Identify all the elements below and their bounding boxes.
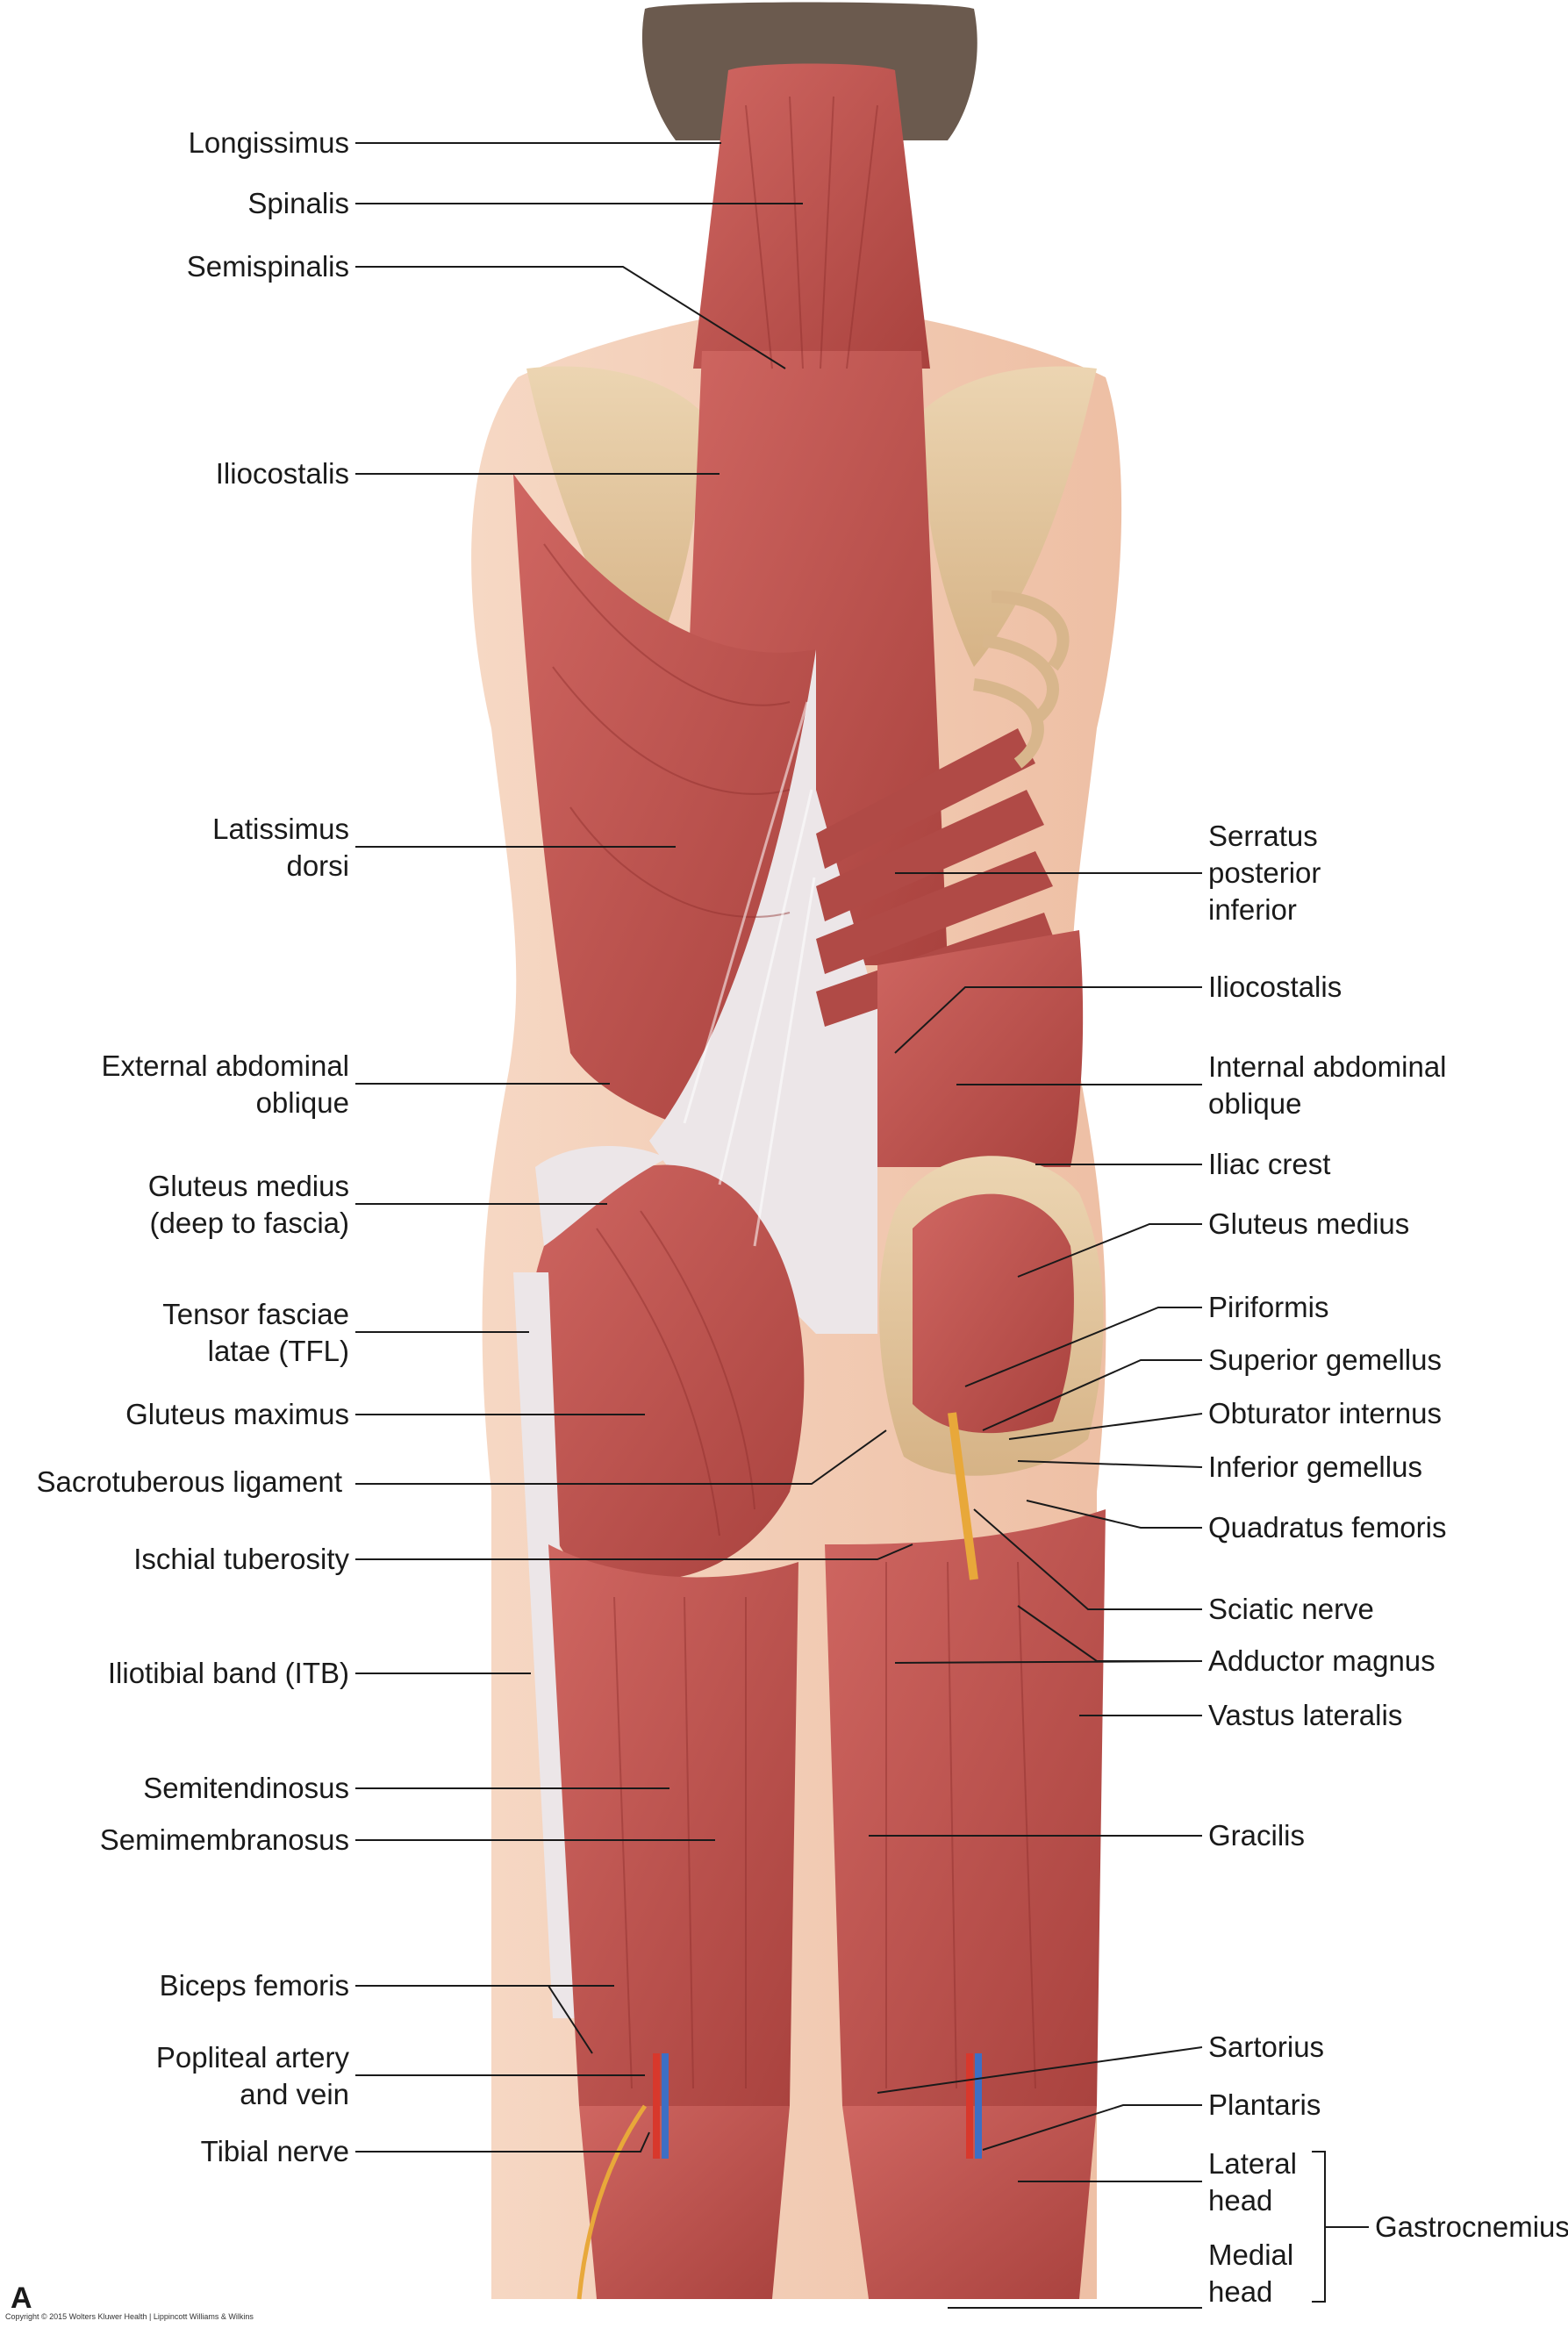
deep-gluteal-muscles [913, 1193, 1074, 1434]
labels-left: Longissimus Spinalis Semispinalis Ilioco… [36, 126, 349, 2167]
label-superior-gemellus: Superior gemellus [1208, 1343, 1442, 1376]
tibial-nerve-vessel [576, 2104, 648, 2300]
thoracolumbar-fascia-right [816, 790, 877, 1334]
sciatic-nerve-strand [948, 1412, 978, 1580]
label-tfl-line2: latae (TFL) [208, 1335, 349, 1367]
label-semimembranosus: Semimembranosus [100, 1823, 349, 1856]
label-gluteus-medius-deep-line2: (deep to fascia) [150, 1207, 349, 1239]
label-piriformis: Piriformis [1208, 1291, 1329, 1323]
label-internal-oblique-line1: Internal abdominal [1208, 1050, 1447, 1083]
leader-lines-left [355, 142, 913, 2153]
label-external-oblique-line1: External abdominal [102, 1049, 350, 1082]
label-iliocostalis-left: Iliocostalis [216, 457, 349, 490]
leader-lines-right [869, 872, 1369, 2309]
label-latissimus-line1: Latissimus [212, 813, 349, 845]
label-semitendinosus: Semitendinosus [143, 1772, 349, 1804]
neck-muscles [693, 63, 930, 369]
label-longissimus: Longissimus [189, 126, 349, 159]
left-calf [579, 2106, 790, 2299]
label-spinalis: Spinalis [247, 187, 349, 219]
right-calf [842, 2106, 1097, 2299]
label-gastrocnemius: Gastrocnemius [1375, 2210, 1568, 2243]
label-sciatic-nerve: Sciatic nerve [1208, 1593, 1374, 1625]
label-obturator-internus: Obturator internus [1208, 1397, 1442, 1429]
label-lateral-head-line1: Lateral [1208, 2147, 1297, 2180]
label-serratus-line1: Serratus [1208, 820, 1318, 852]
label-semispinalis: Semispinalis [187, 250, 349, 283]
label-vastus-lateralis: Vastus lateralis [1208, 1699, 1402, 1731]
label-iliocostalis-right: Iliocostalis [1208, 971, 1342, 1003]
thoracolumbar-fascia [649, 649, 816, 1334]
copyright-text: Copyright © 2015 Wolters Kluwer Health |… [5, 2312, 254, 2321]
label-gluteus-maximus: Gluteus maximus [125, 1398, 349, 1430]
label-biceps-femoris: Biceps femoris [160, 1969, 349, 2002]
right-thigh-muscles [825, 1509, 1106, 2106]
label-serratus-line2: posterior [1208, 856, 1321, 889]
label-plantaris: Plantaris [1208, 2088, 1321, 2121]
label-quadratus-femoris: Quadratus femoris [1208, 1511, 1446, 1544]
label-serratus-line3: inferior [1208, 893, 1297, 926]
fiber-texture [543, 96, 1036, 2089]
right-scapula [921, 366, 1097, 667]
label-inferior-gemellus: Inferior gemellus [1208, 1451, 1422, 1483]
label-popliteal-line2: and vein [240, 2078, 349, 2110]
left-scapula [526, 366, 702, 667]
iliotibial-band [513, 1272, 579, 2018]
body-illustration [471, 2, 1122, 2300]
panel-letter: A [11, 2281, 32, 2315]
label-latissimus-line2: dorsi [286, 849, 349, 882]
ribs [973, 591, 1070, 769]
label-sartorius: Sartorius [1208, 2031, 1324, 2063]
labels-right: Serratus posterior inferior Iliocostalis… [1208, 820, 1568, 2308]
label-medial-head-line2: head [1208, 2275, 1272, 2308]
label-sacrotuberous-ligament: Sacrotuberous ligament [36, 1465, 342, 1498]
label-medial-head-line1: Medial [1208, 2238, 1293, 2271]
serratus-bands [816, 728, 1057, 1027]
label-adductor-magnus: Adductor magnus [1208, 1644, 1436, 1677]
label-internal-oblique-line2: oblique [1208, 1087, 1301, 1120]
label-tibial-nerve: Tibial nerve [201, 2135, 349, 2167]
left-thigh-muscles [548, 1544, 798, 2106]
label-iliotibial-band: Iliotibial band (ITB) [108, 1657, 349, 1689]
gluteus-maximus-muscle [523, 1164, 805, 1581]
label-external-oblique-line2: oblique [256, 1086, 349, 1119]
gluteal-fascia [535, 1146, 667, 1246]
label-iliac-crest: Iliac crest [1208, 1148, 1330, 1180]
label-gracilis: Gracilis [1208, 1819, 1305, 1852]
label-lateral-head-line2: head [1208, 2184, 1272, 2217]
label-popliteal-line1: Popliteal artery [156, 2041, 350, 2074]
label-gluteus-medius-deep-line1: Gluteus medius [148, 1170, 349, 1202]
label-gluteus-medius: Gluteus medius [1208, 1207, 1409, 1240]
label-ischial-tuberosity: Ischial tuberosity [133, 1543, 349, 1575]
label-tfl-line1: Tensor fasciae [162, 1298, 349, 1330]
internal-oblique-region [877, 930, 1084, 1167]
